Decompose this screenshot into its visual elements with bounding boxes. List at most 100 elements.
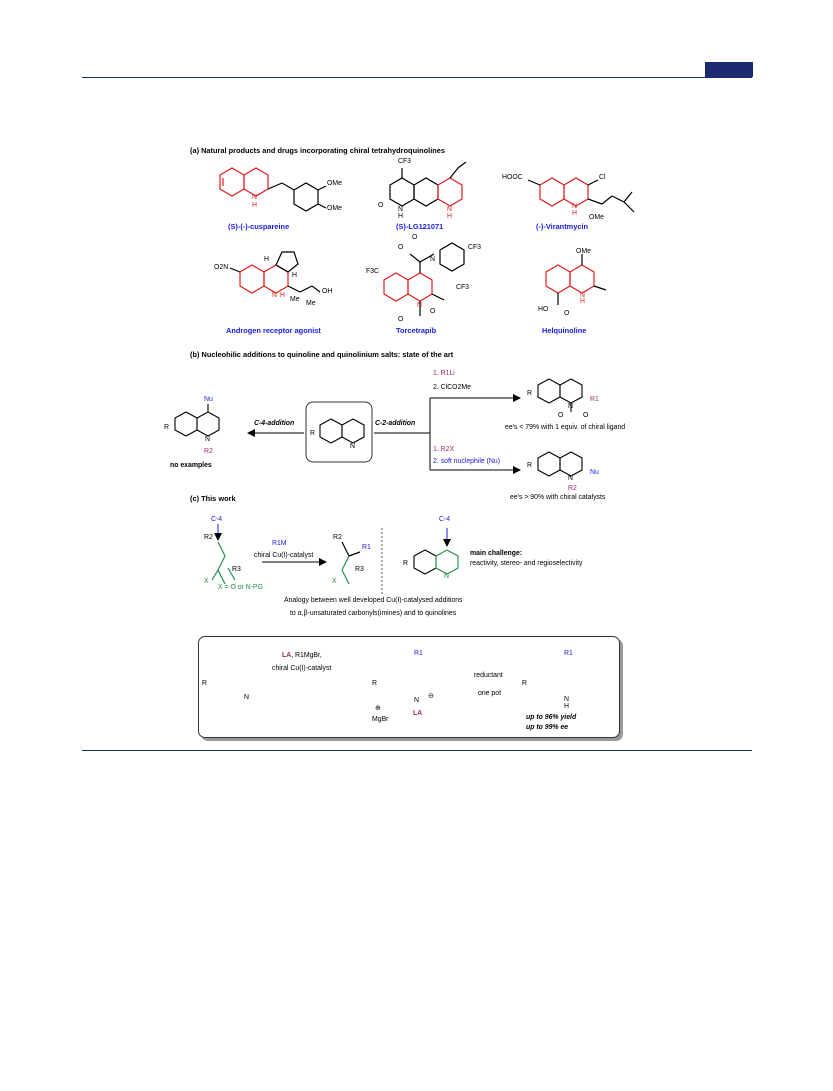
this-work-r: R <box>403 560 408 567</box>
torcetrapib-structure <box>383 242 465 316</box>
final-n: N <box>564 696 569 703</box>
analogy-line-1: Analogy between well developed Cu(I)-cat… <box>284 597 463 604</box>
cuspareine-structure <box>219 167 327 212</box>
final-yield: up to 96% yield <box>526 714 577 721</box>
helquinoline-ho: HO <box>538 306 549 313</box>
int-r: R <box>372 680 377 687</box>
torcetrapib-f3c: F3C <box>366 268 380 275</box>
lg-h1: H <box>398 213 403 220</box>
androgen-structure <box>229 251 321 294</box>
enone-r3: R3 <box>232 566 241 573</box>
int-plus: ⊕ <box>375 705 381 712</box>
virantmycin-ome: OMe <box>589 214 604 221</box>
top-product-n: N <box>568 403 573 410</box>
lg121071-structure <box>389 161 467 207</box>
cuspareine-n: N <box>252 194 257 201</box>
reagent-r1m: R1M <box>272 540 287 547</box>
androgen-o2n: O2N <box>214 264 229 271</box>
challenge-title: main challenge: <box>470 550 523 557</box>
enone-c4: C-4 <box>211 516 223 523</box>
bottom-product-r2: R2 <box>568 485 577 492</box>
androgen-h: H <box>280 292 285 299</box>
torcetrapib-cf3-1: CF3 <box>468 244 482 251</box>
box-reagent-la: LA <box>282 652 292 659</box>
top-product-r1: R1 <box>590 396 599 403</box>
quinoline-n: N <box>350 443 355 450</box>
c2-addition-label: C-2-addition <box>375 420 416 427</box>
torcetrapib-n1: N <box>430 256 435 263</box>
top-route-note: ee's < 79% with 1 equiv. of chiral ligan… <box>505 424 626 431</box>
helquinoline-label: Helquinoline <box>542 326 587 335</box>
bottom-route-note: ee's > 90% with chiral catalysts <box>510 494 606 501</box>
header-tab <box>705 62 753 77</box>
quinoline-box <box>305 401 373 463</box>
virantmycin-label: (-)-Virantmycin <box>536 222 589 231</box>
quinoline-r: R <box>310 430 315 437</box>
virantmycin-cl: Cl <box>599 174 606 181</box>
section-c-title: (c) This work <box>190 494 236 503</box>
final-ee: up to 99% ee <box>526 724 569 731</box>
bottom-step-1: 1. R2X <box>433 446 455 453</box>
box-reagents: LA, R1MgBr, <box>282 652 322 659</box>
footer-rule <box>82 750 752 751</box>
challenge-text: reactivity, stereo- and regioselectivity <box>470 560 583 567</box>
product-r1: R1 <box>362 544 371 551</box>
androgen-oh: OH <box>322 288 333 295</box>
product-r3: R3 <box>355 566 364 573</box>
enone-x: X <box>204 578 209 585</box>
cuspareine-h: H <box>252 202 257 209</box>
top-step-2: 2. ClCO2Me <box>433 384 471 391</box>
virantmycin-n: N <box>572 203 577 210</box>
lg-n1: N <box>398 206 403 213</box>
helquinoline-ome: OMe <box>576 248 591 255</box>
androgen-h1: H <box>264 256 269 263</box>
virantmycin-h: H <box>572 210 577 217</box>
androgen-n: N <box>272 292 277 299</box>
helquinoline-n: N <box>580 292 585 299</box>
header-rule <box>82 77 752 78</box>
int-la: LA <box>413 710 423 717</box>
top-product-structure <box>537 378 583 412</box>
conjugate-product-structure <box>341 541 361 585</box>
torcetrapib-o1: O <box>398 244 404 251</box>
c4-r: R <box>164 424 169 431</box>
torcetrapib-cf3-2: CF3 <box>456 284 470 291</box>
product-r2: R2 <box>333 534 342 541</box>
summary-box <box>198 636 620 738</box>
androgen-me2: Me <box>306 300 316 307</box>
cu-catalyst-label: chiral Cu(I)-catalyst <box>254 552 314 559</box>
c4-addition-label: C-4-addition <box>254 420 295 427</box>
this-work-n: N <box>444 573 449 580</box>
androgen-me1: Me <box>290 296 300 303</box>
enone-structure <box>211 541 236 585</box>
lg-h2: H <box>447 213 452 220</box>
bottom-product-structure <box>537 451 583 477</box>
c4-r2: R2 <box>204 448 213 455</box>
product-x: X <box>332 578 337 585</box>
final-r: R <box>522 680 527 687</box>
helquinoline-h: H <box>580 298 585 305</box>
box-quinoline-n: N <box>244 694 249 701</box>
int-mgbr: MgBr <box>372 716 389 723</box>
section-b-title: (b) Nucleohilic additions to quinoline a… <box>190 350 454 359</box>
lg-n2: N <box>447 206 452 213</box>
c4-nu: Nu <box>204 396 213 403</box>
lg121071-label: (S)-LG121071 <box>396 222 444 231</box>
final-h: H <box>564 703 569 710</box>
box-reductant: reductant <box>474 672 503 679</box>
box-quinoline-r: R <box>202 680 207 687</box>
torcetrapib-o3: O <box>398 316 404 323</box>
c4-n: N <box>205 436 210 443</box>
int-r1: R1 <box>414 650 423 657</box>
helquinoline-structure <box>545 254 607 305</box>
analogy-line-2: to α,β-unsaturated carbonyls(imines) and… <box>290 610 457 617</box>
lg-cf3: CF3 <box>398 158 412 165</box>
box-one-pot: one pot <box>478 690 501 697</box>
enone-x-def: X = O or N-PG <box>218 584 263 591</box>
bottom-product-r: R <box>527 462 532 469</box>
androgen-h2: H <box>292 272 297 279</box>
lg-o: O <box>378 202 384 209</box>
int-minus: ⊖ <box>428 693 434 700</box>
helquinoline-o: O <box>564 310 570 317</box>
